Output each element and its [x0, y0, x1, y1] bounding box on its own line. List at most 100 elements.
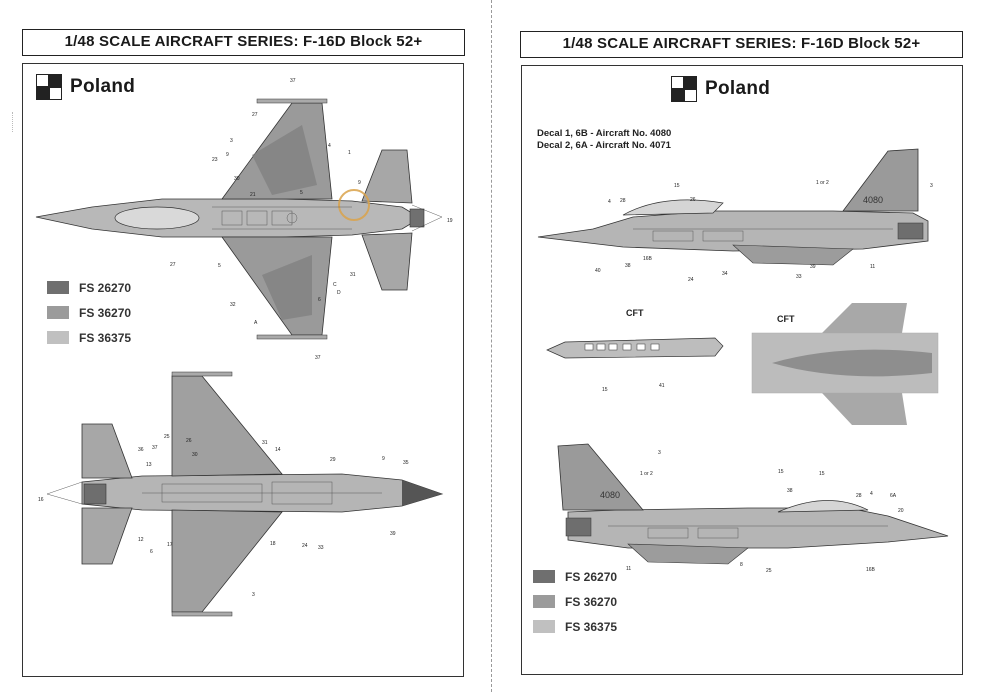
bottom-view-callout: 3 — [252, 592, 255, 598]
legend-label: FS 36375 — [79, 330, 132, 345]
bottom-view-callout: 35 — [403, 460, 409, 466]
bottom-view-callout: 16 — [38, 497, 44, 503]
side-view-2-callout: 38 — [787, 488, 793, 494]
top-view-callout: 4 — [328, 143, 331, 149]
top-view-callout: 31 — [350, 272, 356, 278]
side-view-1-callout: 26 — [690, 197, 696, 203]
legend-label: FS 26270 — [79, 280, 132, 295]
legend-item: FS 36375 — [533, 614, 617, 639]
bottom-view-callout: 29 — [330, 457, 336, 463]
side-view-1-callout: 24 — [688, 277, 694, 283]
decal-assignment-note: Decal 1, 6B - Aircraft No. 4080 Decal 2,… — [537, 128, 671, 152]
bottom-view-callout: 18 — [270, 541, 276, 547]
legend-swatch-3 — [47, 331, 69, 344]
side-view-2-callout: 4 — [870, 491, 873, 497]
right-legend: FS 26270 FS 36270 FS 36375 — [533, 564, 617, 639]
side-view-1-callout: 1 or 2 — [816, 180, 829, 186]
bottom-view-callout: 25 — [164, 434, 170, 440]
legend-label: FS 36270 — [565, 594, 618, 609]
right-side-view-2-aircraft: 4080 — [557, 443, 949, 565]
right-side-view-1-aircraft: 4080 — [537, 148, 929, 266]
decal-line-2: Decal 2, 6A - Aircraft No. 4071 — [537, 140, 671, 151]
bottom-view-callout: 13 — [146, 462, 152, 468]
side-view-2-callout: 15 — [778, 469, 784, 475]
top-view-callout: 3 — [230, 138, 233, 144]
decal-line-1: Decal 1, 6B - Aircraft No. 4080 — [537, 128, 672, 139]
bottom-view-callout: 30 — [192, 452, 198, 458]
side-view-2-callout: 15 — [819, 471, 825, 477]
top-view-callout: 6 — [318, 297, 321, 303]
cft-view-callout: 15 — [602, 387, 608, 393]
bottom-view-callout: 39 — [390, 531, 396, 537]
side-view-2-callout: 25 — [766, 568, 772, 574]
bottom-view-callout: 26 — [186, 438, 192, 444]
legend-label: FS 26270 — [565, 569, 618, 584]
legend-swatch-1 — [533, 570, 555, 583]
top-view-callout: 5 — [218, 263, 221, 269]
side-view-2-callout: 8 — [740, 562, 743, 568]
top-view-callout: 37 — [290, 78, 296, 84]
side-view-1-callout: 4 — [608, 199, 611, 205]
side-view-2-callout: 16B — [866, 567, 875, 573]
side-view-1-callout: 39 — [810, 264, 816, 270]
bottom-view-callout: 33 — [318, 545, 324, 551]
side-view-1-callout: 28 — [620, 198, 626, 204]
side-view-1-callout: 11 — [870, 264, 876, 270]
page-fold-line — [491, 0, 492, 692]
left-legend: FS 26270 FS 36270 FS 36375 — [47, 275, 131, 350]
cft-label-side: CFT — [626, 308, 644, 318]
tail-number: 4080 — [863, 195, 883, 205]
left-bottom-view-aircraft — [46, 371, 444, 617]
bottom-view-callout: 31 — [262, 440, 268, 446]
side-view-2-callout: 3 — [658, 450, 661, 456]
side-view-1-callout: 33 — [796, 274, 802, 280]
side-view-2-callout: 20 — [898, 508, 904, 514]
legend-item: FS 36270 — [533, 589, 617, 614]
legend-swatch-1 — [47, 281, 69, 294]
side-view-2-callout: 28 — [856, 493, 862, 499]
paper-crease — [12, 112, 13, 132]
side-view-1-callout: 3 — [930, 183, 933, 189]
legend-swatch-2 — [47, 306, 69, 319]
side-view-1-callout: 15 — [674, 183, 680, 189]
side-view-2-callout: 1 or 2 — [640, 471, 653, 477]
top-view-callout: A — [254, 320, 258, 326]
bottom-view-callout: 9 — [382, 456, 385, 462]
bottom-view-callout: 37 — [152, 445, 158, 451]
top-view-callout: 1 — [348, 150, 351, 156]
side-view-2-callout: 11 — [626, 566, 632, 572]
side-view-2-callout: 6A — [890, 493, 897, 499]
bottom-view-callout: 12 — [138, 537, 144, 543]
legend-item: FS 36375 — [47, 325, 131, 350]
top-view-callout: 19 — [447, 218, 453, 224]
cft-label-top: CFT — [777, 314, 795, 324]
top-view-callout: 37 — [315, 355, 321, 361]
top-view-callout: 21 — [250, 192, 256, 198]
side-view-1-callout: 16B — [643, 256, 652, 262]
side-view-1-callout: 38 — [625, 263, 631, 269]
top-view-callout: 9 — [358, 180, 361, 186]
cft-view-callout: 41 — [659, 383, 665, 389]
right-brand: Poland — [671, 76, 770, 102]
legend-label: FS 36375 — [565, 619, 618, 634]
top-view-callout: D — [337, 290, 341, 296]
legend-item: FS 36270 — [47, 300, 131, 325]
poland-checker-icon — [671, 76, 697, 102]
top-view-callout: 30 — [234, 176, 240, 182]
legend-swatch-2 — [533, 595, 555, 608]
bottom-view-callout: 17 — [167, 542, 173, 548]
bottom-view-callout: 36 — [138, 447, 144, 453]
top-view-callout: 27 — [170, 262, 176, 268]
left-top-view-aircraft — [35, 98, 443, 340]
poland-checker-icon — [36, 74, 62, 100]
top-view-callout: C — [333, 282, 337, 288]
bottom-view-callout: 24 — [302, 543, 308, 549]
top-view-callout: 23 — [212, 157, 218, 163]
bottom-view-callout: 14 — [275, 447, 281, 453]
legend-label: FS 36270 — [79, 305, 132, 320]
country-name: Poland — [705, 78, 771, 99]
top-view-callout: 9 — [226, 152, 229, 158]
top-view-callout: 5 — [300, 190, 303, 196]
side-view-1-callout: 34 — [722, 271, 728, 277]
right-sheet-title: 1/48 SCALE AIRCRAFT SERIES: F-16D Block … — [520, 31, 963, 58]
